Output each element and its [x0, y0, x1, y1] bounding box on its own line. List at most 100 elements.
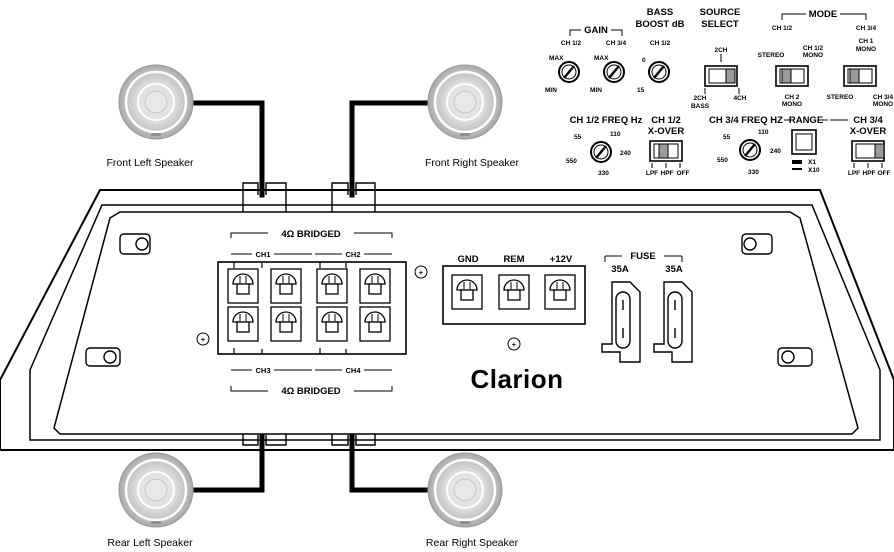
ch2-label: CH2: [345, 250, 360, 259]
mounting-holes: [85, 233, 813, 367]
fuse-section: [604, 255, 683, 262]
speaker-rear-right: Rear Right Speaker: [426, 451, 519, 549]
speaker-rear-left: Rear Left Speaker: [107, 451, 195, 549]
xover34-control: CH 3/4 X-OVER LPF HPF OFF: [830, 115, 891, 177]
bridged-bottom-label: 4Ω BRIDGED: [281, 386, 340, 397]
label-bg: [252, 365, 274, 375]
fuse-2: [653, 281, 693, 363]
brand-logo: Clarion: [470, 364, 563, 394]
source-select-control: SOURCE SELECT 2CH 2CH BASS 4CH: [691, 7, 747, 110]
source-title: SELECT: [701, 19, 739, 30]
mode-ch34-label: CH 3/4: [856, 25, 877, 32]
gain-ch12-knob[interactable]: [557, 60, 581, 84]
source-2ch-label: 2CH: [693, 95, 706, 102]
plus-mark: +: [512, 340, 517, 349]
label-bg: [252, 249, 274, 259]
xover12-title: CH 1/2: [651, 115, 681, 126]
xover12-title: X-OVER: [648, 126, 685, 137]
speaker-label: Rear Left Speaker: [107, 537, 193, 549]
xover12-hpf: HPF: [661, 170, 674, 177]
source-4ch-label: 4CH: [733, 95, 746, 102]
freq-label: 110: [610, 131, 621, 138]
xover12-switch[interactable]: [649, 140, 683, 162]
xover34-switch[interactable]: [851, 140, 885, 162]
gain-ch34-knob[interactable]: [602, 60, 626, 84]
mode-ch1mono-label: MONO: [856, 46, 876, 53]
freq-label: 240: [620, 150, 631, 157]
freq-label: 55: [574, 134, 582, 141]
gain-control: GAIN CH 1/2 CH 3/4 MAX MIN MAX MIN: [545, 25, 626, 94]
freq34-title: CH 3/4 FREQ HZ: [709, 115, 783, 126]
xover12-control: CH 1/2 X-OVER LPF HPF OFF: [646, 115, 690, 177]
freq-label: 330: [598, 170, 609, 177]
source-top-label: 2CH: [714, 47, 727, 54]
range-control: RANGE X1 X10: [784, 115, 828, 174]
bass-boost-knob[interactable]: [647, 60, 671, 84]
power-terminal-block: [442, 265, 586, 325]
mode-ch34-switch[interactable]: [843, 65, 877, 87]
gain-ch12-label: CH 1/2: [561, 40, 582, 47]
mode-ch1mono-label: CH 1: [859, 38, 874, 45]
gain-max-label: MAX: [549, 55, 564, 62]
source-bass-label: BASS: [691, 103, 710, 110]
speaker-terminal-block: [217, 261, 407, 355]
fuse1-rating: 35A: [611, 264, 629, 275]
freq-label: 240: [770, 148, 781, 155]
xover12-off: OFF: [677, 170, 690, 177]
freq12-control: CH 1/2 FREQ Hz 55 110 240 330 550: [566, 115, 643, 177]
mode-stereo2-label: STEREO: [827, 94, 854, 101]
ground-marks: [196, 265, 521, 351]
gain-min-label: MIN: [545, 87, 557, 94]
fuse-label: FUSE: [630, 251, 655, 262]
freq12-title: CH 1/2 FREQ Hz: [570, 115, 643, 126]
fuse-1: [601, 281, 641, 363]
freq-label: 330: [748, 169, 759, 176]
gain-ch34-label: CH 3/4: [606, 40, 627, 47]
range-button[interactable]: [791, 129, 817, 155]
source-select-switch[interactable]: [704, 65, 738, 87]
freq-label: 110: [758, 129, 769, 136]
bridged-top-label: 4Ω BRIDGED: [281, 229, 340, 240]
mode-control: MODE CH 1/2 CH 3/4 STEREO CH 1/2 MONO CH…: [758, 9, 894, 108]
bass-title: BASS: [647, 7, 673, 18]
freq34-knob[interactable]: [738, 138, 762, 162]
speaker-front-left: Front Left Speaker: [107, 63, 195, 169]
mode-ch12-switch[interactable]: [775, 65, 809, 87]
range-x1: X1: [808, 159, 816, 166]
mode-ch12mono-label: MONO: [803, 52, 823, 59]
bass-fifteen-label: 15: [637, 87, 645, 94]
gain-title: GAIN: [584, 25, 608, 36]
freq-label: 550: [566, 158, 577, 165]
bass-title: BOOST dB: [635, 19, 684, 30]
speaker-leads: [193, 100, 428, 493]
plus-mark: +: [419, 268, 424, 277]
v12-label: +12V: [550, 254, 573, 265]
bridged-label-bg: [268, 228, 354, 239]
xover34-lpf: LPF: [848, 170, 860, 177]
ch4-label: CH4: [345, 366, 361, 375]
xover34-hpf: HPF: [863, 170, 876, 177]
speaker-label: Front Left Speaker: [107, 157, 194, 169]
gnd-label: GND: [457, 254, 478, 265]
rem-label: REM: [503, 254, 524, 265]
mode-ch2mono-label: CH 2: [785, 94, 800, 101]
range-title: RANGE: [789, 115, 823, 126]
range-x10: X10: [808, 167, 820, 174]
gain-max-label: MAX: [594, 55, 609, 62]
label-bg: [342, 249, 364, 259]
freq-label: 550: [717, 157, 728, 164]
mode-ch34mono-label: CH 3/4: [873, 94, 894, 101]
fuse2-rating: 35A: [665, 264, 683, 275]
bass-boost-control: BASS BOOST dB CH 1/2 0 15: [635, 7, 684, 94]
label-bg: [342, 365, 364, 375]
mode-ch12mono-label: CH 1/2: [803, 45, 824, 52]
speaker-label: Front Right Speaker: [425, 157, 519, 169]
mode-ch34mono-label: MONO: [873, 101, 893, 108]
mode-stereo-label: STEREO: [758, 52, 785, 59]
xover34-title: CH 3/4: [853, 115, 883, 126]
freq12-knob[interactable]: [589, 140, 613, 164]
bass-ch-label: CH 1/2: [650, 40, 671, 47]
ch1-label: CH1: [255, 250, 270, 259]
bass-zero-label: 0: [642, 57, 646, 64]
